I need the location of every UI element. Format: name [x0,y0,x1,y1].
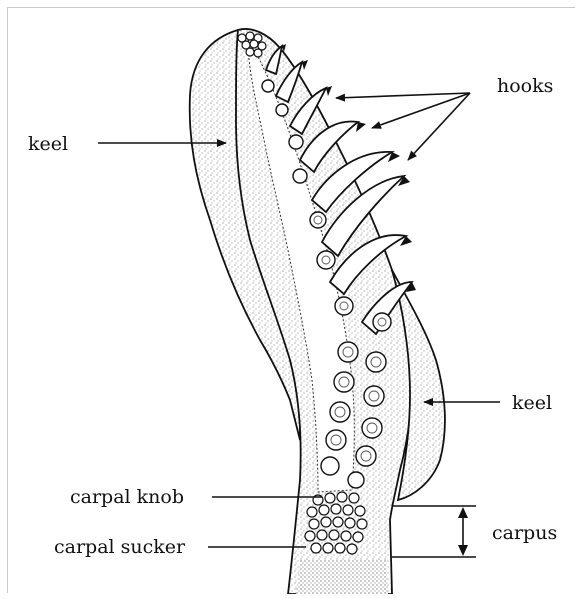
figure-frame [7,7,575,593]
